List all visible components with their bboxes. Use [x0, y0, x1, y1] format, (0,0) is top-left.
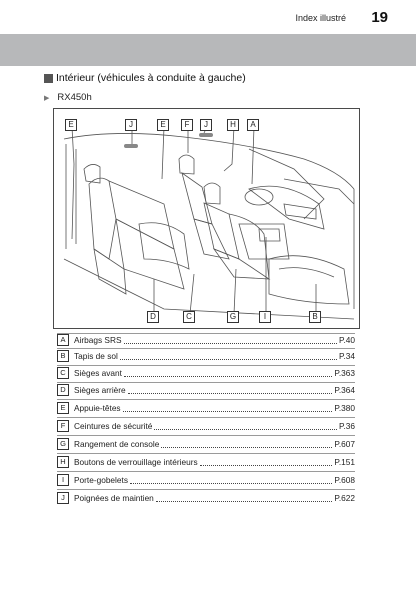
- dot-leader: [123, 375, 333, 377]
- callout-label-d: D: [147, 311, 159, 323]
- dot-leader: [155, 500, 333, 502]
- item-page-link[interactable]: P.622: [334, 493, 355, 503]
- section-title-text: Intérieur (véhicules à conduite à gauche…: [56, 72, 246, 84]
- page-header-title: Index illustré: [295, 13, 346, 23]
- item-page-link[interactable]: P.364: [334, 385, 355, 395]
- item-key: F: [57, 420, 69, 432]
- callout-label-g: G: [227, 311, 239, 323]
- item-key: E: [57, 402, 69, 414]
- item-key: A: [57, 334, 69, 346]
- item-page-link[interactable]: P.40: [339, 335, 355, 345]
- interior-illustration: [53, 108, 360, 329]
- item-key: D: [57, 384, 69, 396]
- callout-label-c: C: [183, 311, 195, 323]
- dot-leader: [127, 392, 333, 394]
- item-page-link[interactable]: P.608: [334, 475, 355, 485]
- list-item: E Appuie-têtes P.380: [57, 401, 355, 415]
- list-item: I Porte-gobelets P.608: [57, 473, 355, 487]
- section-square-icon: [44, 73, 53, 83]
- item-key: B: [57, 350, 69, 362]
- item-key: H: [57, 456, 69, 468]
- list-item: A Airbags SRS P.40: [57, 333, 355, 347]
- dot-leader: [154, 428, 337, 430]
- item-page-link[interactable]: P.380: [334, 403, 355, 413]
- callout-label-h: H: [227, 119, 239, 131]
- list-item: B Tapis de sol P.34: [57, 349, 355, 363]
- item-label: Porte-gobelets: [74, 475, 128, 485]
- item-label: Ceintures de sécurité: [74, 421, 153, 431]
- callout-label-e1: E: [65, 119, 77, 131]
- section-subtitle: ▶ RX450h: [44, 92, 92, 103]
- callout-label-i: I: [259, 311, 271, 323]
- list-item: G Rangement de console P.607: [57, 437, 355, 451]
- dot-leader: [122, 410, 333, 412]
- item-label: Appuie-têtes: [74, 403, 121, 413]
- item-key: G: [57, 438, 69, 450]
- dot-leader: [123, 342, 337, 344]
- item-page-link[interactable]: P.607: [334, 439, 355, 449]
- callout-label-a: A: [247, 119, 259, 131]
- item-page-link[interactable]: P.34: [339, 351, 355, 361]
- section-title: Intérieur (véhicules à conduite à gauche…: [44, 72, 246, 84]
- list-item: J Poignées de maintien P.622: [57, 491, 355, 505]
- list-item: D Sièges arrière P.364: [57, 383, 355, 397]
- list-item: C Sièges avant P.363: [57, 366, 355, 380]
- item-page-link[interactable]: P.151: [334, 457, 355, 467]
- item-page-link[interactable]: P.363: [334, 368, 355, 378]
- model-name: RX450h: [57, 92, 92, 103]
- item-label: Poignées de maintien: [74, 493, 154, 503]
- item-page-link[interactable]: P.36: [339, 421, 355, 431]
- item-label: Sièges arrière: [74, 385, 126, 395]
- item-key: J: [57, 492, 69, 504]
- callout-label-j2: J: [200, 119, 212, 131]
- list-item: F Ceintures de sécurité P.36: [57, 419, 355, 433]
- dot-leader: [161, 446, 333, 448]
- dot-leader: [129, 482, 333, 484]
- callout-label-b: B: [309, 311, 321, 323]
- item-key: I: [57, 474, 69, 486]
- item-label: Sièges avant: [74, 368, 122, 378]
- item-label: Tapis de sol: [74, 351, 118, 361]
- item-label: Airbags SRS: [74, 335, 122, 345]
- triangle-bullet-icon: ▶: [44, 94, 50, 102]
- callout-label-f: F: [181, 119, 193, 131]
- car-interior-drawing: [63, 126, 355, 320]
- item-key: C: [57, 367, 69, 379]
- callout-label-j1: J: [125, 119, 137, 131]
- item-label: Boutons de verrouillage intérieurs: [74, 457, 198, 467]
- dot-leader: [199, 464, 333, 466]
- page-number: 19: [371, 9, 388, 26]
- header-band: [0, 34, 416, 66]
- item-label: Rangement de console: [74, 439, 160, 449]
- list-item: H Boutons de verrouillage intérieurs P.1…: [57, 455, 355, 469]
- dot-leader: [119, 358, 337, 360]
- callout-label-e2: E: [157, 119, 169, 131]
